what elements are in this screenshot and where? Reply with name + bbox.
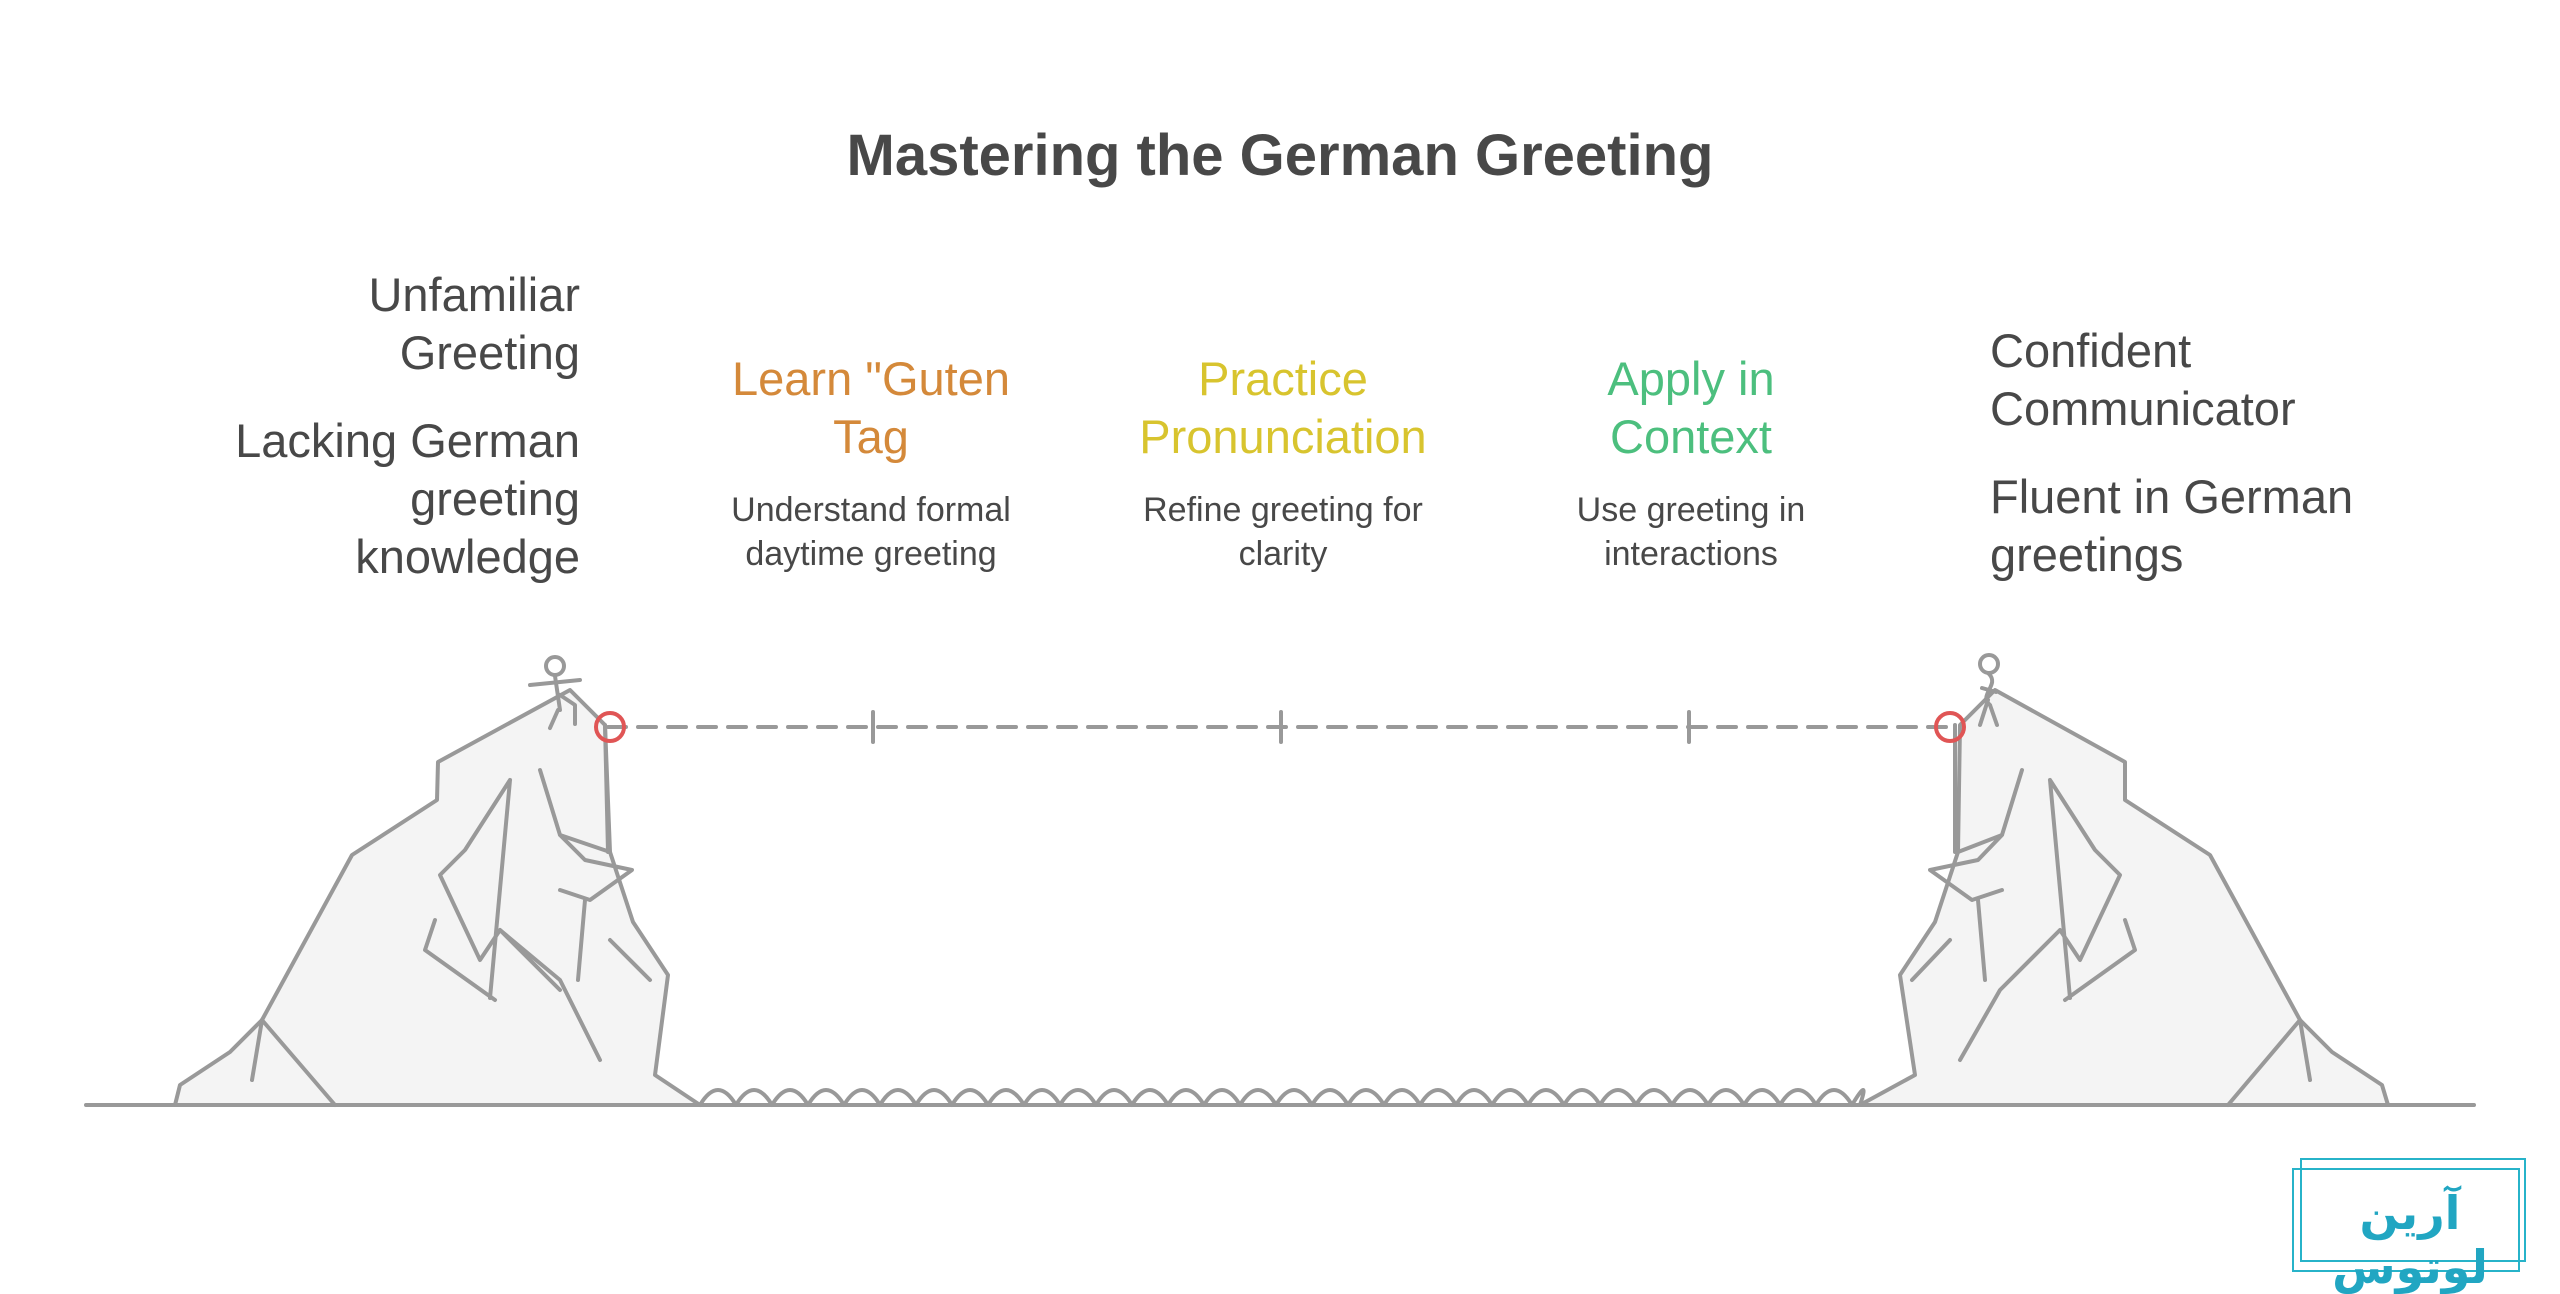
step-2-title: Practice Pronunciation — [1073, 350, 1493, 466]
step-2-title-line-2: Pronunciation — [1139, 410, 1427, 463]
end-section: Confident Communicator Fluent in German … — [1990, 322, 2510, 584]
step-2-description: Refine greeting for clarity — [1073, 488, 1493, 576]
watermark-text: آرین لوتوس — [2332, 1187, 2488, 1293]
right-cliff — [1858, 688, 2390, 1107]
logo-frame-outer — [2292, 1168, 2520, 1272]
page-title: Mastering the German Greeting — [846, 123, 1714, 188]
start-desc-line-1: Lacking German — [235, 414, 580, 467]
end-title-line-2: Communicator — [1990, 382, 2296, 435]
start-description: Lacking German greeting knowledge — [100, 412, 580, 586]
start-title-line-1: Unfamiliar — [368, 268, 580, 321]
step-3: Apply in Context Use greeting in interac… — [1481, 350, 1901, 576]
end-title: Confident Communicator — [1990, 322, 2510, 438]
step-1-desc-line-1: Understand formal — [731, 491, 1011, 529]
step-1-description: Understand formal daytime greeting — [661, 488, 1081, 576]
start-title-line-2: Greeting — [399, 326, 580, 379]
step-3-title-line-1: Apply in — [1607, 352, 1775, 405]
start-section: Unfamiliar Greeting Lacking German greet… — [100, 266, 580, 586]
left-figure-icon — [528, 655, 582, 730]
start-desc-line-2: greeting — [410, 472, 580, 525]
water-waves — [698, 1088, 1866, 1107]
start-marker-icon — [594, 711, 626, 743]
step-3-description: Use greeting in interactions — [1481, 488, 1901, 576]
right-figure-icon — [1978, 653, 2000, 727]
end-desc-line-2: greetings — [1990, 528, 2184, 581]
end-description: Fluent in German greetings — [1990, 468, 2510, 584]
logo-frame-inner — [2300, 1158, 2526, 1262]
step-3-desc-line-1: Use greeting in — [1576, 491, 1806, 529]
step-1: Learn "Guten Tag Understand formal dayti… — [661, 350, 1081, 576]
step-3-title-line-2: Context — [1610, 410, 1772, 463]
step-1-desc-line-2: daytime greeting — [745, 535, 997, 573]
step-3-desc-line-2: interactions — [1604, 535, 1778, 573]
end-desc-line-1: Fluent in German — [1990, 470, 2354, 523]
step-1-title-line-1: Learn "Guten — [732, 352, 1010, 405]
step-2-desc-line-2: clarity — [1238, 535, 1328, 573]
step-3-title: Apply in Context — [1481, 350, 1901, 466]
watermark-logo: آرین لوتوس — [2292, 1158, 2526, 1293]
step-1-title-line-2: Tag — [833, 410, 909, 463]
start-desc-line-3: knowledge — [355, 530, 580, 583]
left-cliff — [173, 688, 702, 1107]
start-title: Unfamiliar Greeting — [100, 266, 580, 382]
end-marker-icon — [1934, 711, 1966, 743]
end-title-line-1: Confident — [1990, 324, 2192, 377]
step-2: Practice Pronunciation Refine greeting f… — [1073, 350, 1493, 576]
step-1-title: Learn "Guten Tag — [661, 350, 1081, 466]
step-2-title-line-1: Practice — [1198, 352, 1368, 405]
step-2-desc-line-1: Refine greeting for — [1143, 491, 1423, 529]
